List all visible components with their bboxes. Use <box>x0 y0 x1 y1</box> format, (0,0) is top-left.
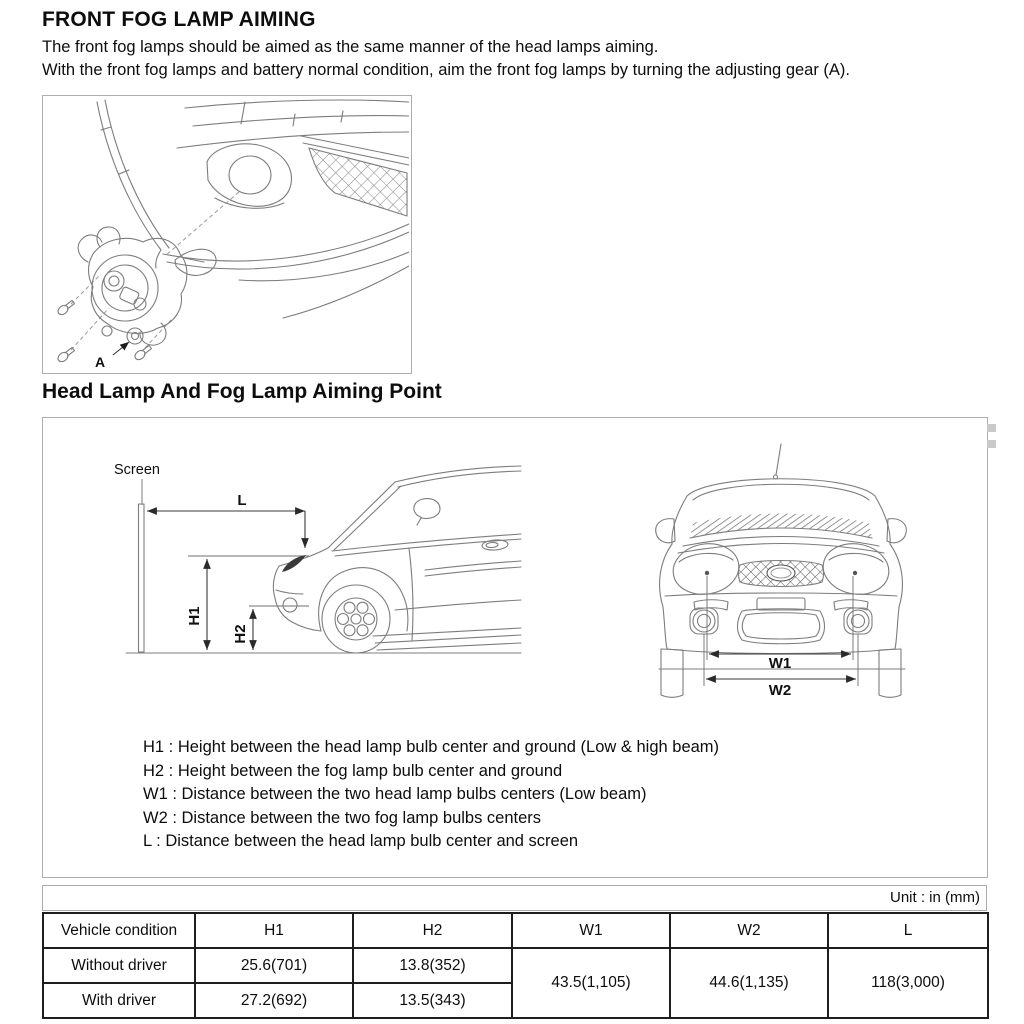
header-w2: W2 <box>669 912 829 949</box>
cell-w2-shared: 44.6(1,135) <box>669 947 829 1019</box>
dimension-w2: W2 <box>703 634 859 699</box>
fog-lamp-figure: A <box>42 95 412 374</box>
front-view-car-drawing <box>655 443 907 698</box>
legend-line: H1 : Height between the head lamp bulb c… <box>143 738 720 756</box>
cell-w1-shared: 43.5(1,105) <box>511 947 671 1019</box>
w2-label: W2 <box>769 682 792 699</box>
legend-line: H2 : Height between the fog lamp bulb ce… <box>143 761 563 780</box>
h2-label: H2 <box>232 624 249 643</box>
cell-condition: With driver <box>42 982 196 1019</box>
page-title: FRONT FOG LAMP AIMING <box>42 8 316 31</box>
dimension-l: L <box>147 492 309 548</box>
unit-note-text: Unit : in (mm) <box>890 889 980 906</box>
bumper-drawing <box>96 99 409 319</box>
selection-handle-icon <box>987 424 996 432</box>
cell-condition: Without driver <box>42 947 196 984</box>
legend-line: W2 : Distance between the two fog lamp b… <box>143 808 542 827</box>
h1-label: H1 <box>186 606 203 625</box>
dimension-legend: H1 : Height between the head lamp bulb c… <box>143 736 719 854</box>
cell-h1: 25.6(701) <box>194 947 354 984</box>
header-l: L <box>827 912 989 949</box>
screen-pole <box>137 503 145 653</box>
dimension-w1: W1 <box>706 576 854 672</box>
cell-l-shared: 118(3,000) <box>827 947 989 1019</box>
table-header-row: Vehicle condition H1 H2 W1 W2 L <box>42 912 989 949</box>
screws-drawing <box>57 299 153 363</box>
fog-lamp-illustration: A <box>57 99 409 370</box>
adjusting-gear-label: A <box>95 354 105 370</box>
legend-line: L : Distance between the head lamp bulb … <box>143 832 579 850</box>
header-vehicle-condition: Vehicle condition <box>42 912 196 949</box>
intro-line-1: The front fog lamps should be aimed as t… <box>42 38 659 56</box>
dimension-h1: H1 <box>186 555 309 650</box>
part-a-arrow <box>112 341 130 356</box>
legend-line: W1 : Distance between the two head lamp … <box>143 785 647 803</box>
cell-h2: 13.5(343) <box>352 982 513 1019</box>
l-label: L <box>237 492 246 509</box>
screen-label: Screen <box>114 462 160 478</box>
selection-handle-icon <box>987 440 996 448</box>
table-row: With driver 27.2(692) 13.5(343) <box>42 982 988 1019</box>
header-h1: H1 <box>194 912 354 949</box>
header-w1: W1 <box>511 912 671 949</box>
side-view-car-drawing <box>272 465 522 654</box>
aiming-point-diagram: Screen L H1 H2 <box>42 417 988 878</box>
table-row: Without driver 25.6(701) 13.8(352) 43.5(… <box>42 947 989 1019</box>
intro-line-2: With the front fog lamps and battery nor… <box>42 61 851 79</box>
dimension-h2: H2 <box>232 605 309 650</box>
header-h2: H2 <box>352 912 513 949</box>
fog-lamp-unit-drawing <box>77 226 217 346</box>
spec-table: Vehicle condition H1 H2 W1 W2 L Without … <box>42 912 989 1019</box>
w1-label: W1 <box>769 655 792 672</box>
cell-h2: 13.8(352) <box>352 947 513 984</box>
cell-h1: 27.2(692) <box>194 982 354 1019</box>
section-title: Head Lamp And Fog Lamp Aiming Point <box>42 380 442 403</box>
unit-note: Unit : in (mm) <box>42 885 987 911</box>
aiming-diagram-drawing: Screen L H1 H2 <box>114 443 907 699</box>
